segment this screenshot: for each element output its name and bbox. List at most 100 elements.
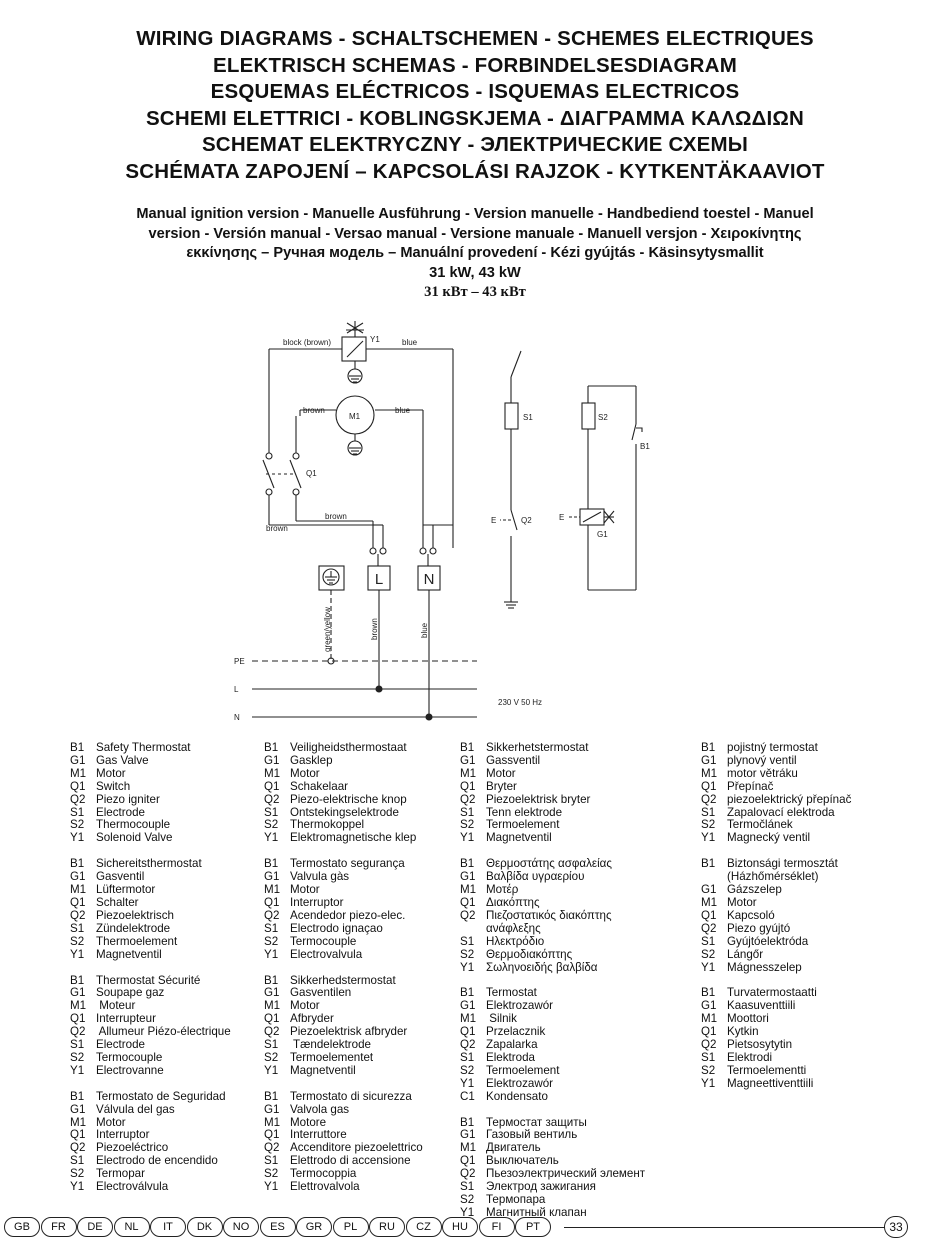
- terminal-l: L: [375, 571, 383, 588]
- legend-code: M1: [70, 883, 87, 897]
- language-tab-gr[interactable]: GR: [296, 1217, 332, 1237]
- legend-text: Turvatermostaatti: [727, 986, 817, 1000]
- subtitle-line-1: Manual ignition version - Manuelle Ausfü…: [136, 206, 814, 222]
- legend-code: Q1: [70, 1012, 86, 1026]
- legend-code: B1: [460, 1115, 475, 1129]
- legend-text: Electrovalvula: [290, 947, 363, 961]
- legend-text: Termoelementet: [290, 1050, 374, 1064]
- legend-code: M1: [264, 1115, 281, 1129]
- legend-code: B1: [70, 1089, 85, 1103]
- legend-text: Switch: [96, 779, 131, 793]
- language-tab-dk[interactable]: DK: [186, 1217, 223, 1237]
- legend-code: M1: [701, 895, 718, 909]
- language-tab-pt[interactable]: PT: [515, 1217, 551, 1237]
- wiring-diagram: Y1 block (brown) blue M1 brown blue Q1 b…: [234, 321, 650, 722]
- legend-text: Piezoeléctrico: [96, 1141, 169, 1155]
- legend-code: G1: [460, 999, 476, 1013]
- language-tab-es[interactable]: ES: [259, 1217, 296, 1237]
- legend-code: S1: [701, 805, 716, 819]
- legend-text: Zapalovací elektroda: [727, 805, 835, 819]
- language-tab-fr[interactable]: FR: [40, 1217, 77, 1237]
- legend-text: Gyújtóelektróda: [727, 934, 809, 948]
- legend-code: Q1: [264, 1128, 280, 1142]
- legend-text: plynový ventil: [727, 753, 797, 767]
- language-tab-cz[interactable]: CZ: [405, 1217, 442, 1237]
- legend-text: Zapalarka: [486, 1038, 538, 1052]
- legend-text: Tenn elektrode: [486, 805, 563, 819]
- legend-code: Y1: [701, 960, 716, 974]
- language-tab-gb[interactable]: GB: [4, 1217, 40, 1237]
- legend-row: B1 Termostato di sicurezza: [264, 1089, 423, 1104]
- legend-text: Piezo igniter: [96, 792, 160, 806]
- title-line-1: WIRING DIAGRAMS - SCHALTSCHEMEN - SCHEME…: [136, 27, 814, 50]
- label-blue-vertical: blue: [420, 622, 429, 638]
- legend-text: Valvula gàs: [290, 870, 350, 884]
- language-tab-de[interactable]: DE: [77, 1217, 113, 1237]
- legend-text: Βαλβίδα υγραερίου: [486, 870, 585, 884]
- language-tab-hu[interactable]: HU: [442, 1217, 478, 1237]
- legend-code: Q2: [70, 792, 86, 806]
- language-tab-it[interactable]: IT: [150, 1217, 186, 1237]
- legend-text: Electrodo ignaçao: [290, 921, 383, 935]
- legend-text: Gasklep: [290, 753, 333, 767]
- legend-text: Przelacznik: [486, 1025, 546, 1039]
- legend-code: B1: [264, 1089, 279, 1103]
- legend-code: B1: [70, 973, 85, 987]
- legend-code: Q2: [70, 908, 86, 922]
- language-tab-fi[interactable]: FI: [478, 1217, 515, 1237]
- language-tab-ru[interactable]: RU: [369, 1217, 405, 1237]
- legend-row: M1 Moteur: [70, 999, 231, 1013]
- legend-code: Q1: [460, 779, 476, 793]
- legend-text: Termocouple: [290, 934, 357, 948]
- legend-code: S2: [264, 1050, 279, 1064]
- legend-text: Sikkerhetstermostat: [486, 741, 589, 754]
- language-tab-nl[interactable]: NL: [113, 1217, 150, 1237]
- legend-text: Magnetventil: [486, 831, 552, 845]
- legend-text: Pietsosytytin: [727, 1038, 793, 1052]
- legend-code: Y1: [460, 1205, 475, 1219]
- legend-code: S2: [264, 934, 279, 948]
- language-tab-no[interactable]: NO: [223, 1217, 259, 1237]
- legend-text: Piezoelektrisch: [96, 908, 174, 922]
- language-tab-pl[interactable]: PL: [332, 1217, 369, 1237]
- legend-text: motor větráku: [727, 766, 798, 780]
- label-e-s2: E: [559, 513, 564, 522]
- legend-code: M1: [70, 1115, 87, 1129]
- legend-text: Soupape gaz: [96, 986, 165, 1000]
- legend-code: Y1: [264, 1063, 279, 1077]
- legend-text: Termostato di sicurezza: [290, 1089, 412, 1103]
- legend-code: G1: [264, 870, 280, 884]
